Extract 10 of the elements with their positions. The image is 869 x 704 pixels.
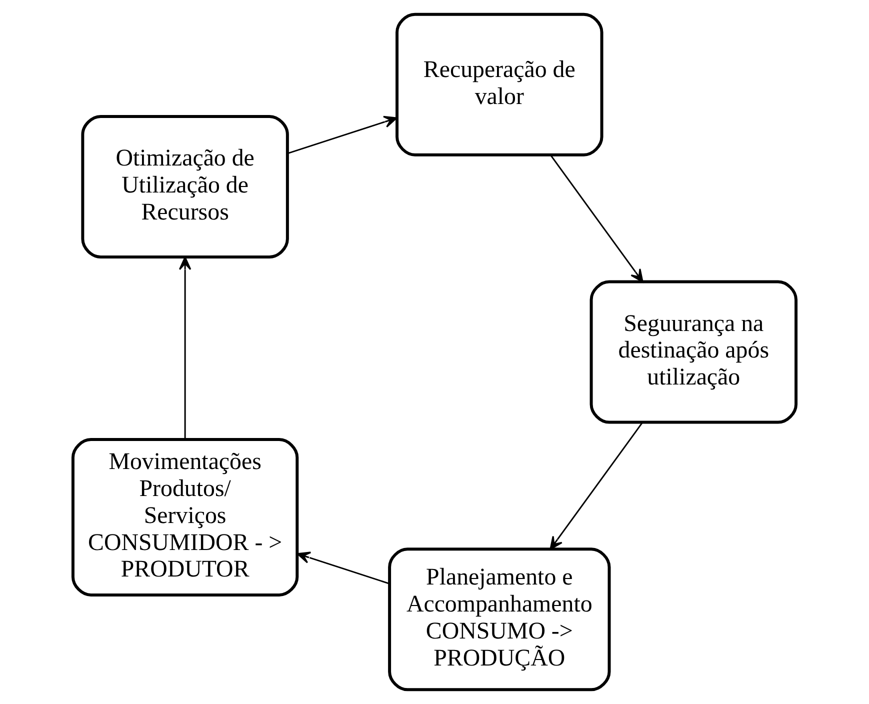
arrow	[550, 154, 644, 282]
node-box: Planejamento e Accompanhamento CONSUMO -> PRODUÇÃO	[388, 548, 611, 692]
arrow	[296, 552, 390, 584]
node-box: Recuperação de valor	[396, 12, 604, 156]
arrow	[550, 422, 644, 550]
node-box: Seguurança na destinação após utilização	[590, 280, 798, 424]
arrow	[287, 116, 398, 154]
node-box: Movimentações Produtos/ Serviços CONSUMIDOR - > PRODUTOR	[71, 438, 299, 596]
arrow	[178, 256, 192, 440]
node-box: Otimização de Utilização de Recursos	[81, 115, 289, 258]
